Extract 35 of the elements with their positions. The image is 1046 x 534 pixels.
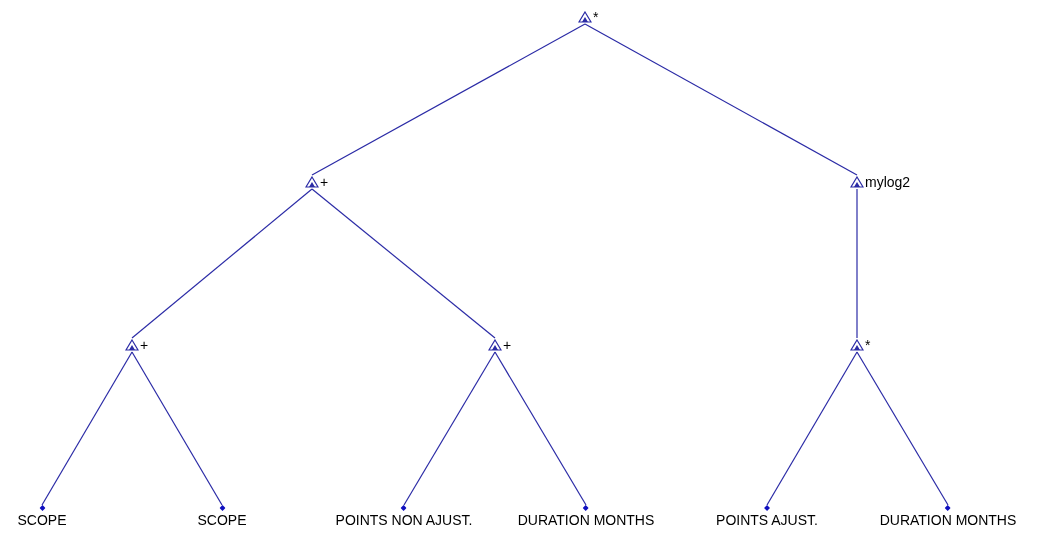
connector-line bbox=[403, 351, 496, 506]
variable-label: DURATION MONTHS bbox=[517, 512, 655, 528]
operator-node bbox=[488, 338, 512, 352]
leaf-node bbox=[197, 505, 247, 528]
operator-label: * bbox=[865, 338, 871, 352]
operator-node bbox=[850, 175, 911, 189]
connector-line bbox=[766, 351, 858, 506]
variable-label: POINTS AJUST. bbox=[716, 512, 818, 528]
variable-label: SCOPE bbox=[17, 512, 67, 528]
operator-node bbox=[125, 338, 149, 352]
operator-label: + bbox=[320, 175, 329, 189]
connector-line bbox=[131, 188, 313, 339]
leaf-node bbox=[17, 505, 67, 528]
connector-line bbox=[494, 351, 587, 506]
variable-label: DURATION MONTHS bbox=[879, 512, 1017, 528]
variable-label: SCOPE bbox=[197, 512, 247, 528]
leaf-node bbox=[335, 505, 473, 528]
leaf-node bbox=[517, 505, 655, 528]
connector-line bbox=[131, 351, 223, 506]
connector-line bbox=[311, 23, 586, 176]
operator-node bbox=[578, 10, 599, 24]
leaf-node bbox=[716, 505, 818, 528]
connector-line bbox=[856, 188, 858, 339]
connector-line bbox=[856, 351, 949, 506]
connector-line bbox=[41, 351, 133, 506]
variable-label: POINTS NON AJUST. bbox=[335, 512, 473, 528]
operator-label: + bbox=[503, 338, 512, 352]
operator-node bbox=[305, 175, 329, 189]
operator-node bbox=[850, 338, 871, 352]
operator-label: mylog2 bbox=[865, 175, 911, 189]
connector-line bbox=[311, 188, 496, 339]
operator-label: + bbox=[140, 338, 149, 352]
leaf-node bbox=[879, 505, 1017, 528]
connector-line bbox=[584, 23, 858, 176]
operator-label: * bbox=[593, 10, 599, 24]
